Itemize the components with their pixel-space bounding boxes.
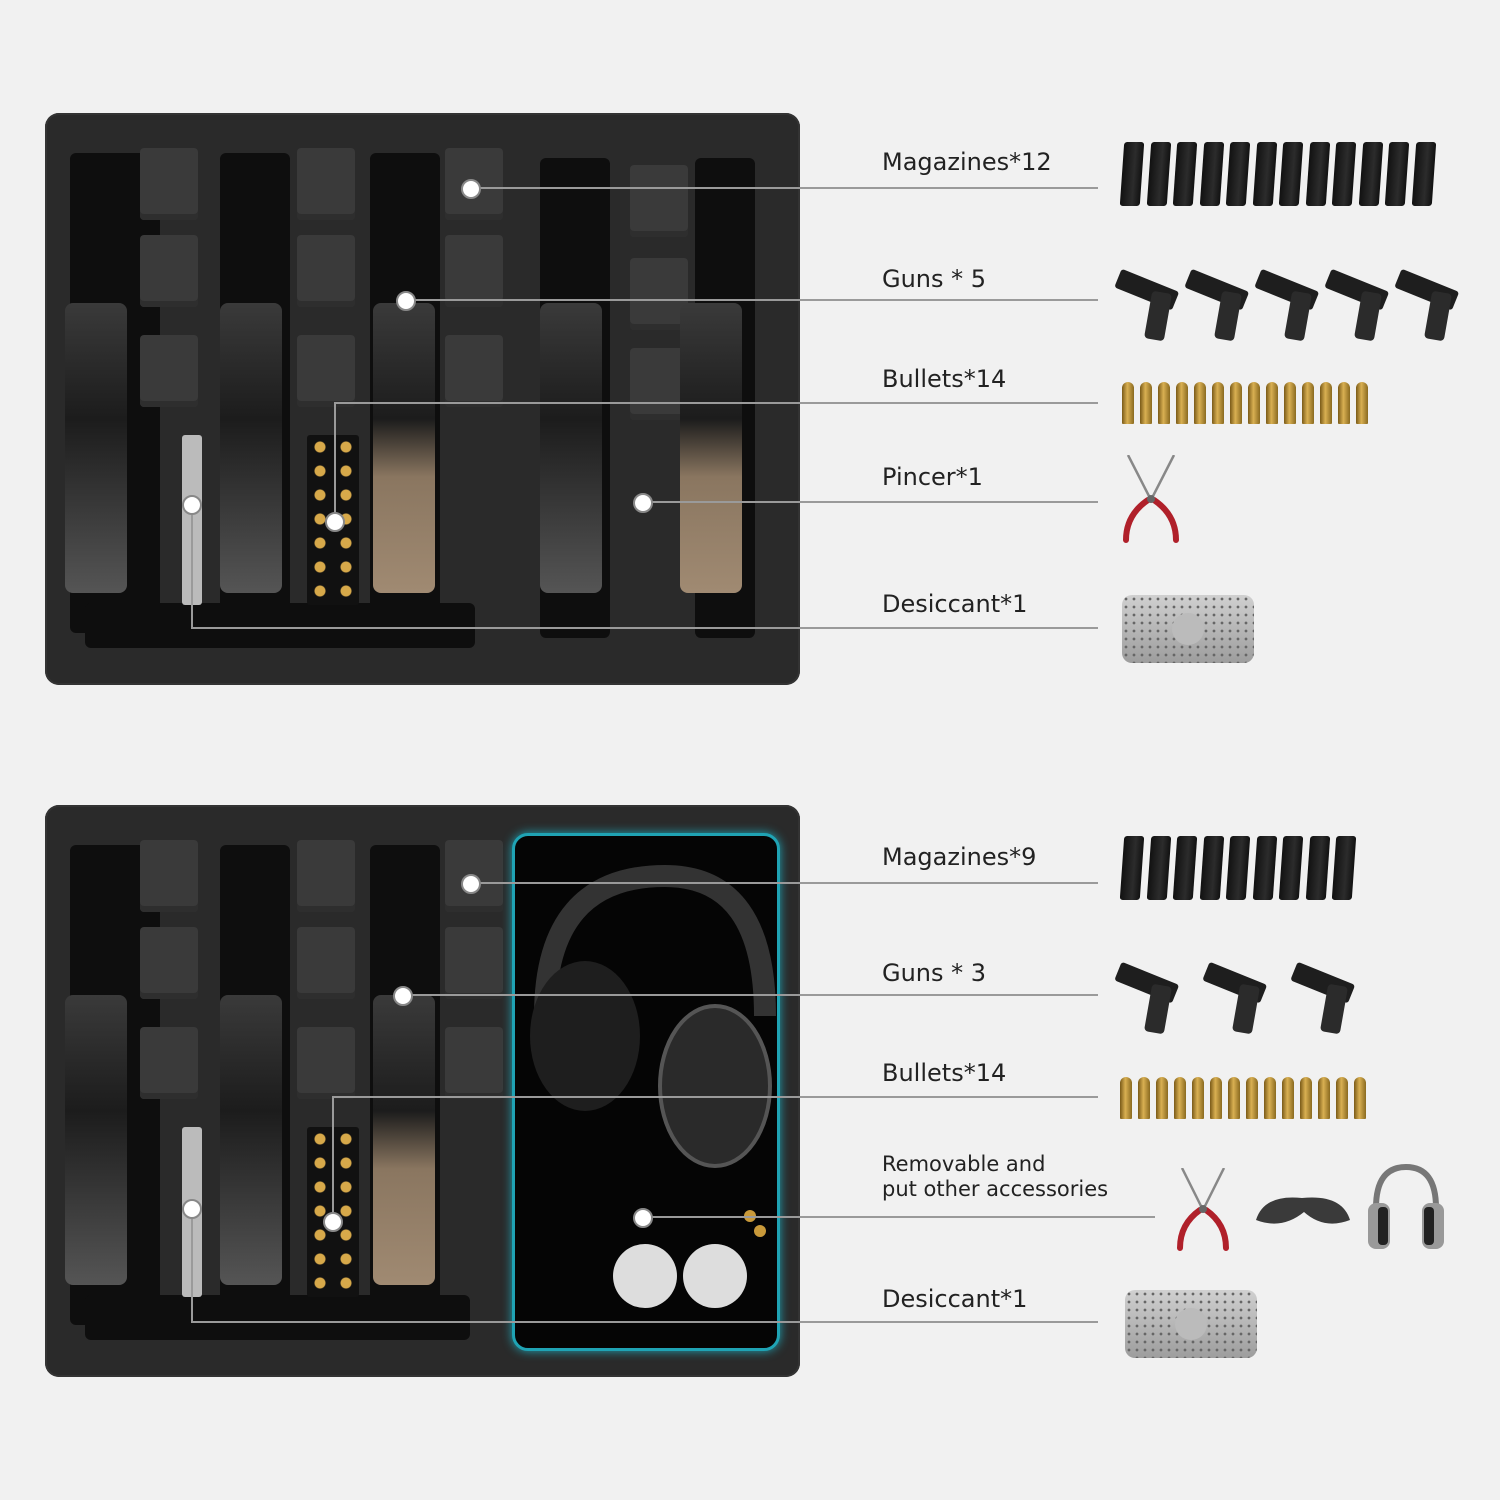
bullet-icon [1356, 382, 1368, 424]
bullet-icon [1266, 382, 1278, 424]
magazine-icon [1172, 836, 1198, 900]
desiccant-icon [1122, 595, 1254, 663]
bullet-icon [1140, 382, 1152, 424]
bullet-icon [1158, 382, 1170, 424]
desiccant-icon [1125, 1290, 1257, 1358]
bullet-icon [1230, 382, 1242, 424]
magazine-icon [1278, 836, 1304, 900]
marker-dot [633, 493, 653, 513]
bullet-icon [1228, 1077, 1240, 1119]
label-line-1: Removable and [882, 1152, 1046, 1176]
pistol-icon [1202, 955, 1268, 1035]
label-magazines-12: Magazines*12 [882, 148, 1052, 176]
magazine-icon [1119, 836, 1145, 900]
magazine-icon [1331, 142, 1357, 206]
bullet-icon [1194, 382, 1206, 424]
bullet-icon [1138, 1077, 1150, 1119]
label-guns-5: Guns * 5 [882, 265, 987, 293]
bullet-icon [1302, 382, 1314, 424]
pistol-icon [1114, 955, 1180, 1035]
marker-dot [461, 874, 481, 894]
bullet-icon [1212, 382, 1224, 424]
pincer-icon [1123, 455, 1179, 543]
bullet-icon [1176, 382, 1188, 424]
label-bullets-14: Bullets*14 [882, 365, 1007, 393]
bullet-icon [1354, 1077, 1366, 1119]
bullet-icon [1210, 1077, 1222, 1119]
headphones-icon [530, 864, 776, 1308]
pincer-icon [1177, 1168, 1229, 1251]
magazine-icon [1146, 836, 1171, 900]
magazine-icon [1384, 142, 1410, 206]
bullet-icon [1174, 1077, 1186, 1119]
pistol-icon [1290, 955, 1356, 1035]
magazine-icon [1119, 142, 1145, 206]
label-removable-accessories: Removable and put other accessories [882, 1152, 1108, 1202]
guns-image-row [1114, 955, 1382, 1035]
bullet-icon [1246, 1077, 1258, 1119]
magazine-icon [1411, 142, 1436, 206]
bullet-icon [1284, 382, 1296, 424]
bullet-icon [1320, 382, 1332, 424]
marker-dot [325, 512, 345, 532]
marker-dot [323, 1212, 343, 1232]
marker-dot [396, 291, 416, 311]
bullet-icon [1336, 1077, 1348, 1119]
bullet-icon [1156, 1077, 1168, 1119]
marker-dot [633, 1208, 653, 1228]
bullets-image-row [1122, 382, 1374, 424]
magazine-icon [1146, 142, 1171, 206]
pistol-icon [1394, 262, 1460, 342]
marker-dot [393, 986, 413, 1006]
magazines-image-row [1119, 836, 1361, 900]
magazine-icon [1331, 836, 1357, 900]
ear-muffs-icon [1368, 1163, 1444, 1249]
magazine-icon [1172, 142, 1198, 206]
label-bullets-14: Bullets*14 [882, 1059, 1007, 1087]
foam-insert-top [45, 113, 800, 685]
pistol-icon [1114, 262, 1180, 342]
bullet-icon [1318, 1077, 1330, 1119]
magazine-icon [1252, 836, 1277, 900]
magazine-icon [1225, 836, 1251, 900]
guns-image-row [1114, 262, 1468, 342]
magazine-icon [1199, 142, 1224, 206]
bullet-icon [1264, 1077, 1276, 1119]
pistol-icon [1184, 262, 1250, 342]
foam-insert-bottom [45, 805, 800, 1377]
marker-dot [461, 179, 481, 199]
bullet-icon [1120, 1077, 1132, 1119]
magazine-icon [1225, 142, 1251, 206]
label-line-2: put other accessories [882, 1177, 1109, 1201]
safety-glasses-icon [1256, 1197, 1350, 1224]
bullet-icon [1282, 1077, 1294, 1119]
marker-dot [182, 495, 202, 515]
magazine-icon [1278, 142, 1304, 206]
magazine-icon [1252, 142, 1277, 206]
pistol-icon [1324, 262, 1390, 342]
magazine-icon [1305, 836, 1330, 900]
marker-dot [182, 1199, 202, 1219]
bullet-icon [1338, 382, 1350, 424]
magazine-icon [1305, 142, 1330, 206]
pistol-icon [1254, 262, 1320, 342]
bullet-icon [1122, 382, 1134, 424]
removable-accessory-compartment [512, 833, 780, 1351]
bullet-icon [1300, 1077, 1312, 1119]
label-desiccant-1: Desiccant*1 [882, 1285, 1028, 1313]
magazine-icon [1358, 142, 1383, 206]
label-desiccant-1: Desiccant*1 [882, 590, 1028, 618]
bullet-icon [1248, 382, 1260, 424]
magazine-icon [1199, 836, 1224, 900]
label-guns-3: Guns * 3 [882, 959, 987, 987]
label-magazines-9: Magazines*9 [882, 843, 1037, 871]
bullets-image-row [1120, 1077, 1372, 1119]
label-pincer-1: Pincer*1 [882, 463, 983, 491]
magazines-image-row [1119, 142, 1440, 206]
bullet-icon [1192, 1077, 1204, 1119]
